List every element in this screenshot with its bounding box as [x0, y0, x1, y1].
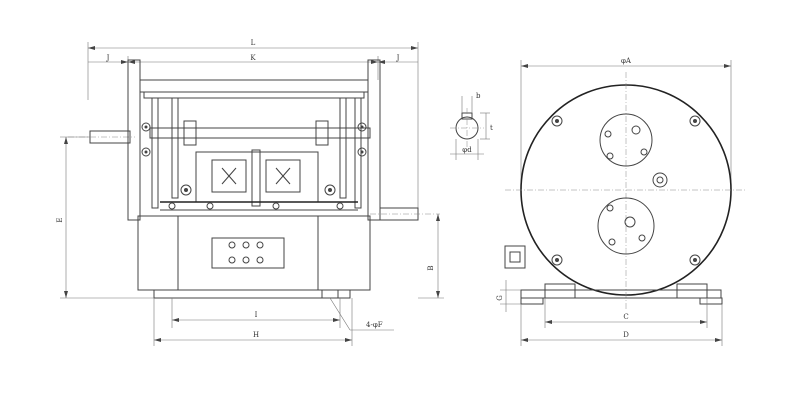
- front-view: L J K J: [56, 39, 444, 346]
- small-gauge: [652, 172, 668, 188]
- side-view: φA: [496, 57, 745, 346]
- terminal-block: [211, 237, 285, 269]
- dim-label-G: G: [496, 295, 504, 301]
- dim-label-B: B: [427, 265, 435, 270]
- side-bolts: [141, 122, 367, 196]
- left-brake-box: [211, 159, 247, 193]
- side-foot-left: [544, 283, 576, 299]
- dim-label-H: H: [253, 331, 259, 339]
- dim-label-E: E: [56, 217, 64, 222]
- dim-label-bolt-holes: 4-φF: [366, 321, 383, 329]
- dim-label-t: t: [490, 124, 493, 132]
- dim-label-J-left: J: [106, 54, 110, 62]
- base-feet: [153, 289, 351, 299]
- upper-bearing-flange: [599, 113, 653, 167]
- dim-label-J-right: J: [396, 54, 400, 62]
- dim-label-b: b: [476, 92, 481, 100]
- lower-bearing-flange: [597, 197, 655, 255]
- terminal-screws: [228, 241, 264, 264]
- right-side-plate: [367, 59, 381, 221]
- shaft-section-detail: b t φd: [450, 92, 493, 160]
- dim-label-C: C: [623, 313, 628, 321]
- upper-shaft: [149, 127, 371, 139]
- right-brake-box: [265, 159, 301, 193]
- dim-label-D: D: [623, 331, 629, 339]
- dim-label-phi-A: φA: [621, 57, 632, 65]
- base-housing: [137, 215, 371, 291]
- end-plate-bolts: [551, 115, 701, 266]
- left-side-plate: [127, 59, 141, 221]
- side-foot-right: [676, 283, 708, 299]
- dim-label-I: I: [255, 311, 258, 319]
- dim-label-L: L: [251, 39, 256, 47]
- side-terminal-box: [504, 245, 526, 269]
- dim-label-phi-d: φd: [462, 146, 472, 154]
- dim-label-K: K: [250, 54, 256, 62]
